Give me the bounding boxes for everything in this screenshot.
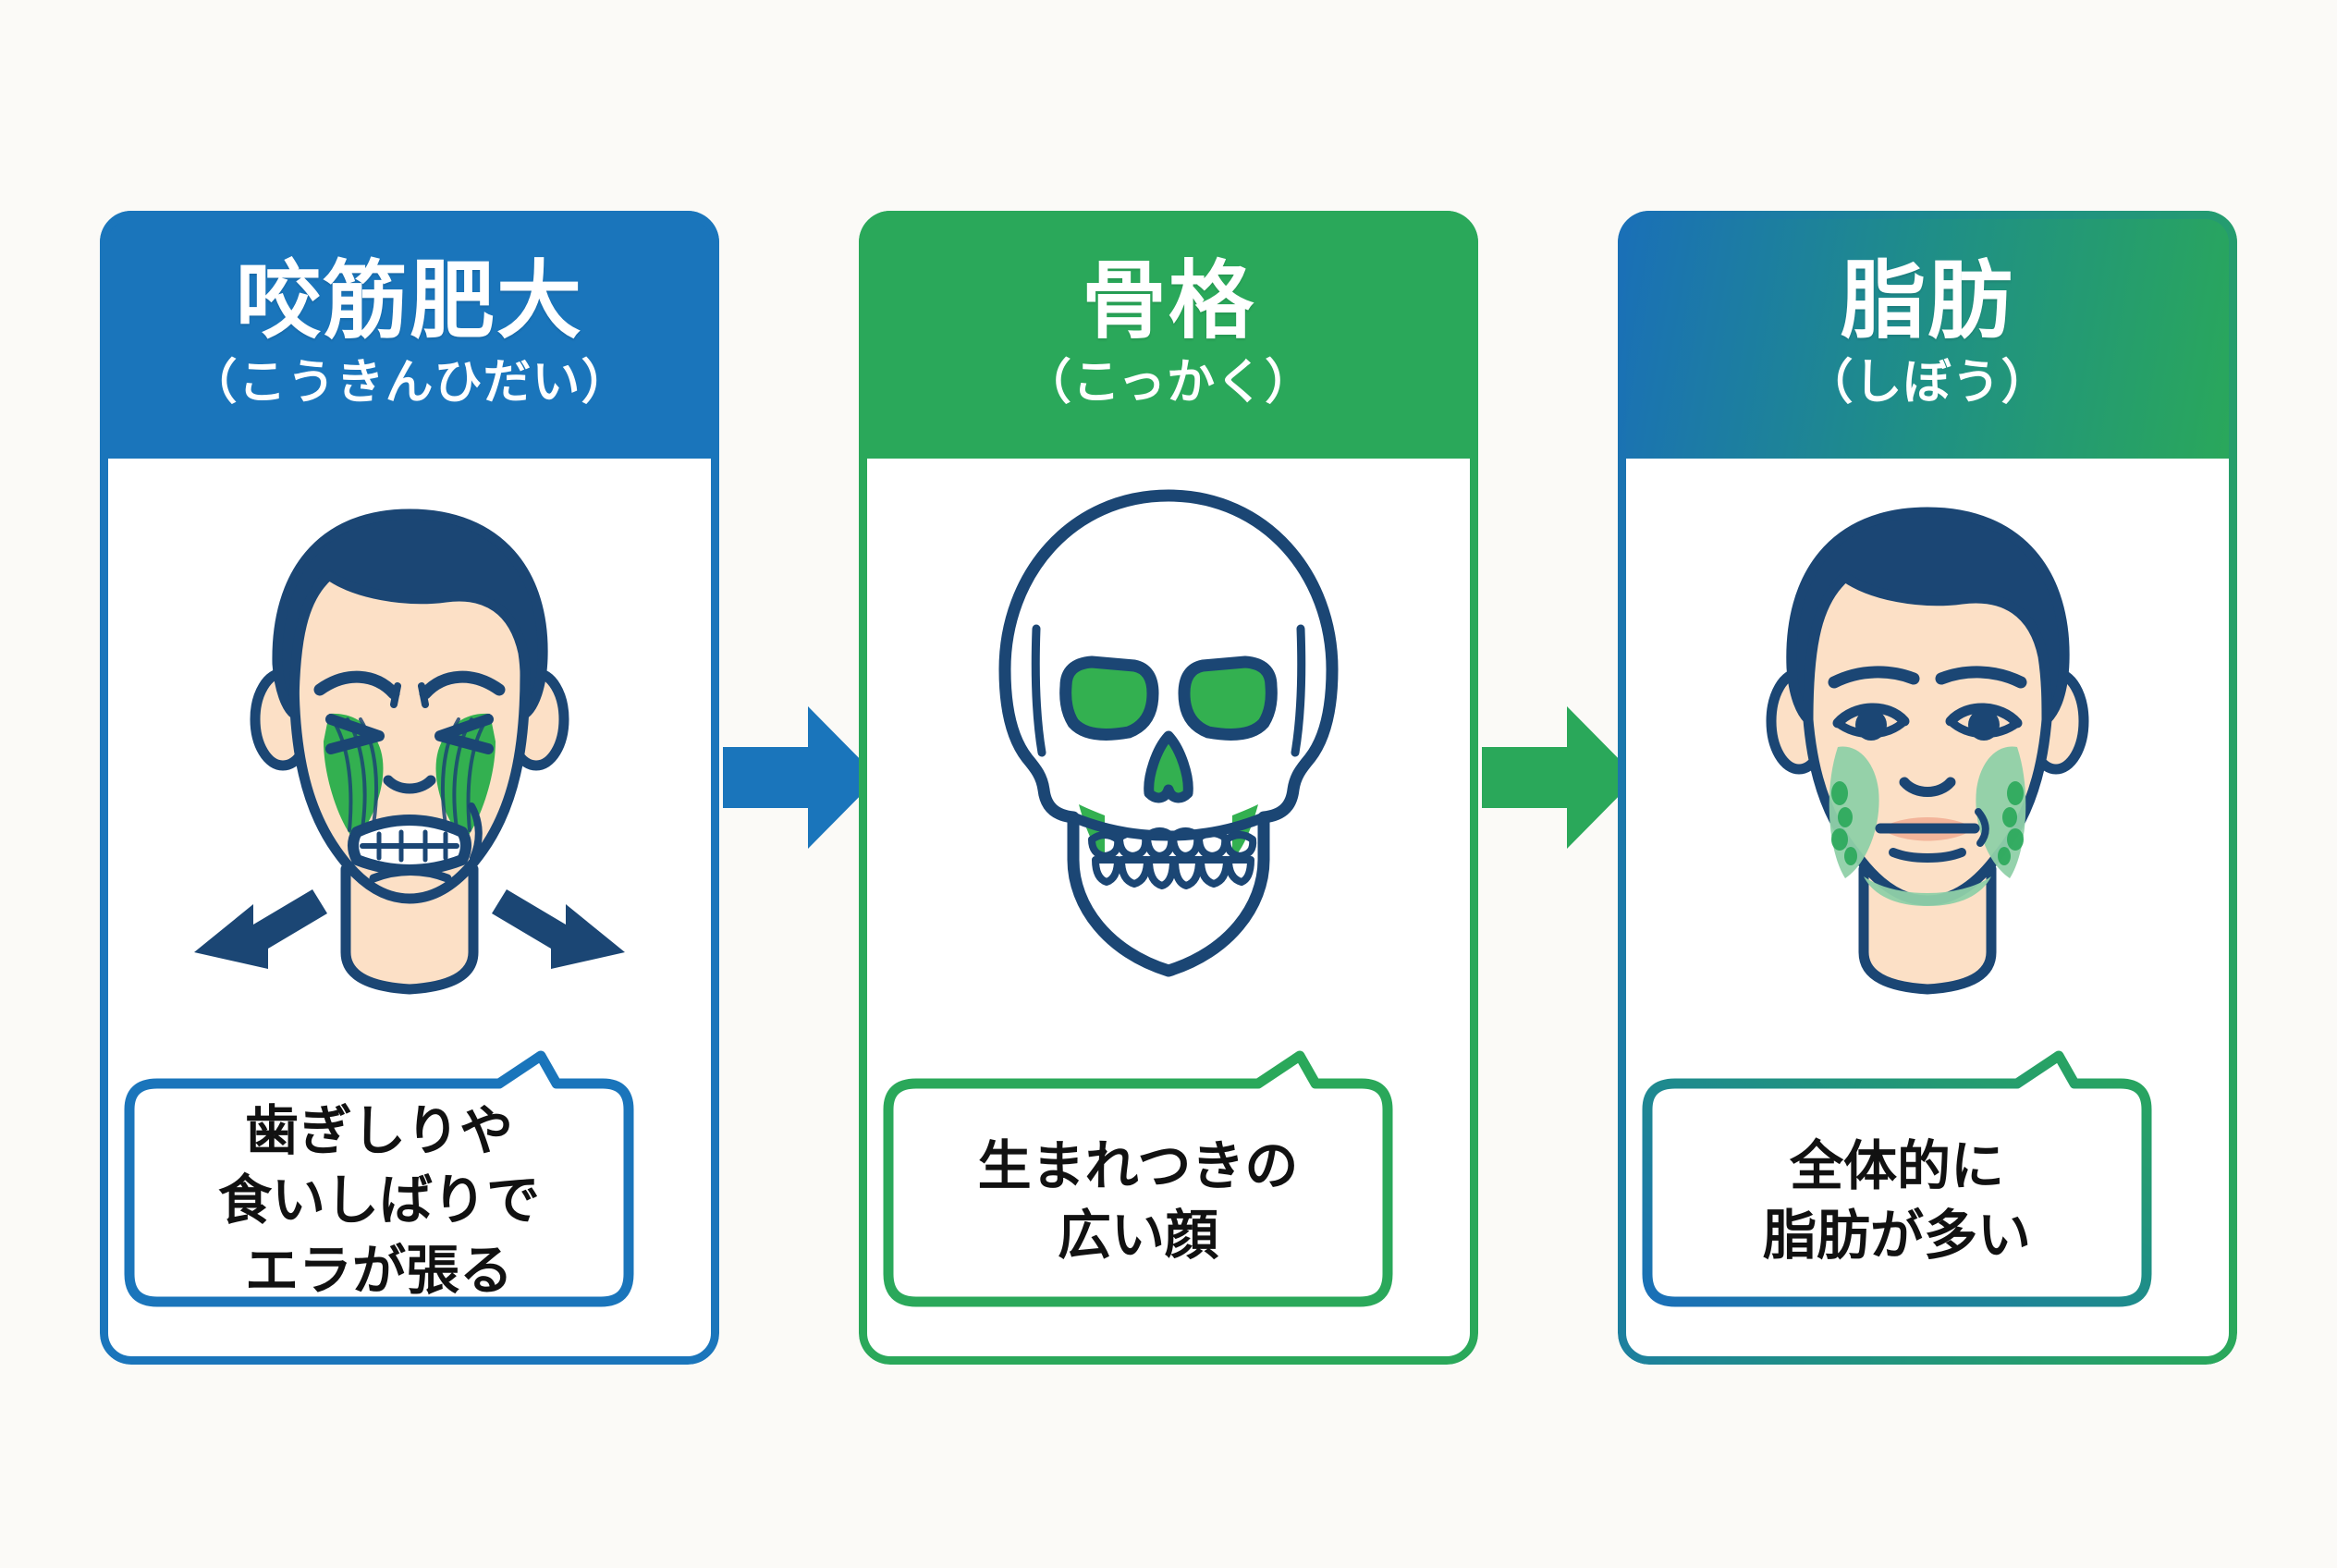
bubble-line: エラが張る — [244, 1240, 513, 1301]
card-title: 脂肪 — [1840, 254, 2014, 349]
illustration-fat-face — [1682, 472, 2172, 998]
illustration-skull — [924, 472, 1413, 998]
speech-bubble-card3: 全体的に 脂肪が多い — [1638, 1035, 2156, 1313]
card-title: 骨格 — [1081, 254, 1255, 349]
bubble-line: 全体的に — [1789, 1135, 2004, 1196]
flow-arrow-2 — [1478, 699, 1641, 856]
illustration-clenching-face — [165, 472, 655, 998]
card-body-masseter-hypertrophy: 歯ぎしりや 食いしばりで エラが張る — [100, 459, 719, 1365]
card-title-reading: （こっかく） — [1022, 356, 1315, 410]
speech-bubble-card1: 歯ぎしりや 食いしばりで エラが張る — [120, 1035, 638, 1313]
card-bone-structure: 骨格 （こっかく） — [859, 211, 1478, 1365]
speech-bubble-outline — [883, 1050, 1393, 1307]
speech-bubble-outline — [124, 1050, 634, 1307]
card-masseter-hypertrophy: 咬筋肥大 （こうきんひだい） — [100, 211, 719, 1365]
card-header-bone-structure: 骨格 （こっかく） — [859, 211, 1478, 459]
bubble-line: 脂肪が多い — [1762, 1206, 2031, 1266]
speech-bubble-text-card1: 歯ぎしりや 食いしばりで エラが張る — [120, 1035, 638, 1313]
speech-bubble-text-card2: 生まれつきの 広い顔 — [879, 1035, 1397, 1313]
bubble-line: 歯ぎしりや — [244, 1100, 513, 1161]
card-facial-fat: 脂肪 （しぼう） — [1618, 211, 2237, 1365]
card-body-facial-fat: 全体的に 脂肪が多い — [1618, 459, 2237, 1365]
bubble-line: 広い顔 — [1057, 1206, 1218, 1266]
card-title: 咬筋肥大 — [235, 254, 583, 349]
speech-bubble-card2: 生まれつきの 広い顔 — [879, 1035, 1397, 1313]
card-title-reading: （こうきんひだい） — [189, 356, 630, 410]
bubble-line: 食いしばりで — [217, 1170, 540, 1231]
bubble-line: 生まれつきの — [977, 1135, 1299, 1196]
card-title-reading: （しぼう） — [1805, 356, 2050, 410]
card-body-bone-structure: 生まれつきの 広い顔 — [859, 459, 1478, 1365]
card-header-masseter-hypertrophy: 咬筋肥大 （こうきんひだい） — [100, 211, 719, 459]
card-header-facial-fat: 脂肪 （しぼう） — [1618, 211, 2237, 459]
speech-bubble-text-card3: 全体的に 脂肪が多い — [1638, 1035, 2156, 1313]
flow-arrow-1 — [719, 699, 882, 856]
